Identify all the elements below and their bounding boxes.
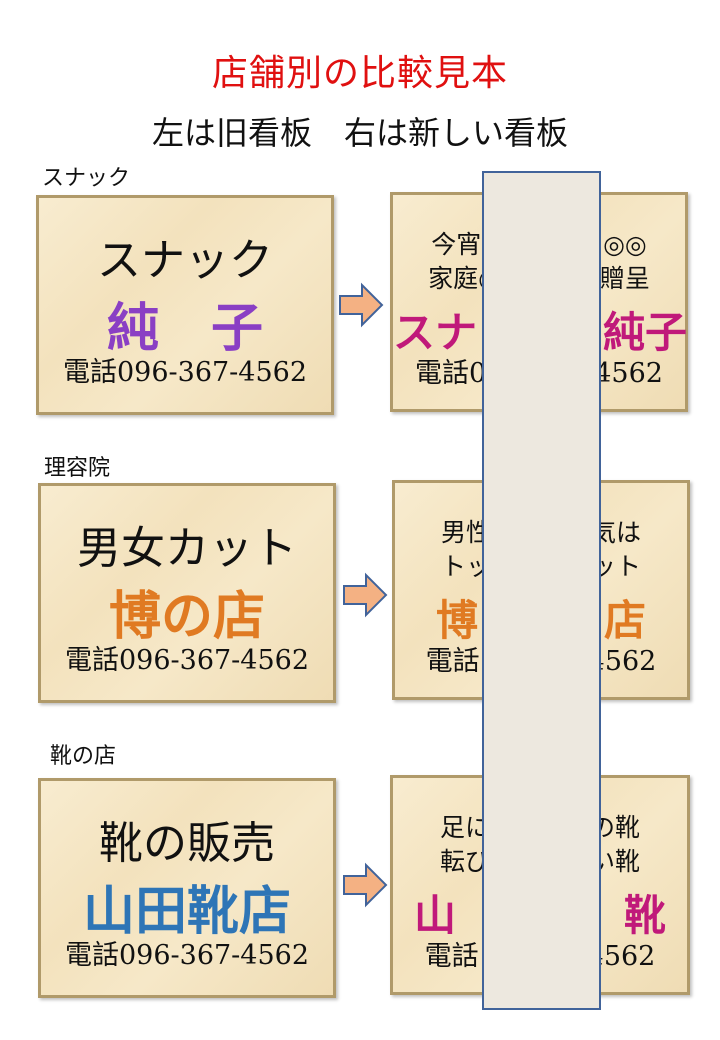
cover-panel [482, 171, 601, 1010]
section-label-snack: スナック [42, 166, 131, 191]
section-label-barber: 理容院 [44, 456, 111, 481]
old-sign-snack: スナック 純 子 電話096-367-4562 [36, 195, 334, 415]
old-sign-name: 山田靴店 [82, 881, 291, 942]
arrow-right-icon [343, 572, 388, 618]
arrow-right-icon [343, 862, 388, 908]
old-sign-kind: 靴の販売 [99, 818, 275, 869]
old-sign-barber: 男女カット 博の店 電話096-367-4562 [38, 483, 336, 703]
page-title: 店舗別の比較見本 [211, 53, 508, 94]
old-sign-kind: スナック [97, 235, 273, 286]
old-sign-tel: 電話096-367-4562 [64, 645, 310, 676]
old-sign-shoes: 靴の販売 山田靴店 電話096-367-4562 [38, 778, 336, 998]
section-label-shoes: 靴の店 [50, 744, 117, 769]
old-sign-name: 純 子 [106, 298, 263, 359]
old-sign-kind: 男女カット [77, 523, 297, 574]
arrow-right-icon [339, 282, 384, 328]
old-sign-tel: 電話096-367-4562 [62, 357, 308, 388]
page-subtitle: 左は旧看板 右は新しい看板 [151, 114, 568, 152]
old-sign-tel: 電話096-367-4562 [64, 940, 310, 971]
old-sign-name: 博の店 [108, 586, 265, 647]
